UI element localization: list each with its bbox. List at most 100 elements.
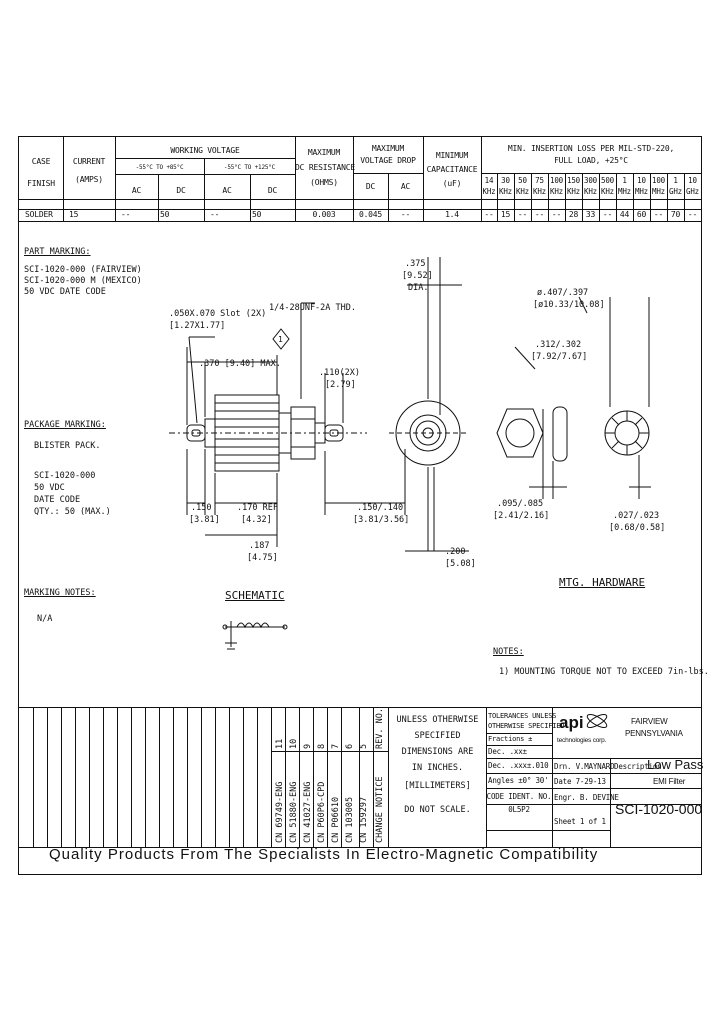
- revision-change-notice: CN 103005: [345, 796, 355, 843]
- freq-unit: KHz: [499, 187, 512, 196]
- marking-notes-value: N/A: [37, 614, 53, 624]
- atom-logo-icon: [586, 714, 608, 728]
- freq-top: 50: [518, 176, 527, 185]
- hdr-wv-dc1: DC: [176, 186, 186, 195]
- loss-value: --: [484, 210, 494, 219]
- row-wv-ac2: --: [210, 210, 220, 219]
- description-2: EMI Filter: [653, 777, 686, 786]
- hdr-range2: -55°C TO +125°C: [223, 164, 276, 171]
- hdr-voltage-drop: VOLTAGE DROP: [360, 156, 416, 165]
- freq-top: 75: [535, 176, 544, 185]
- freq-top: 1: [622, 176, 627, 185]
- revision-grid-line: [103, 707, 104, 847]
- freq-unit: KHz: [482, 187, 496, 196]
- hdr-vdrop-ac: AC: [400, 182, 411, 191]
- package-marking-line: 50 VDC: [34, 483, 65, 493]
- company-state: PENNSYLVANIA: [625, 729, 683, 738]
- loss-value: 15: [500, 210, 511, 219]
- revision-change-notice: CN P60P6-CPD: [317, 781, 327, 843]
- unless-line: DO NOT SCALE.: [404, 805, 471, 815]
- revision-number: 9: [303, 743, 313, 749]
- row-resistance: 0.003: [312, 210, 336, 219]
- hdr-finish: FINISH: [27, 179, 55, 188]
- freq-unit: KHz: [601, 187, 614, 196]
- part-marking-line: 50 VDC DATE CODE: [24, 287, 106, 297]
- loss-value: --: [602, 210, 613, 219]
- freq-top: 10: [637, 176, 646, 185]
- revision-grid-line: [117, 707, 118, 847]
- dim-407-mm: [ø10.33/10.08]: [533, 300, 605, 310]
- hdr-maximum: MAXIMUM: [307, 148, 341, 157]
- revision-grid-line: [75, 707, 76, 847]
- package-marking-line: DATE CODE: [34, 495, 81, 505]
- dim-170: .170 REF: [237, 503, 278, 513]
- freq-unit: GHz: [669, 187, 682, 196]
- revision-grid-line: [285, 707, 286, 847]
- part-marking-title: PART MARKING:: [24, 247, 91, 257]
- part-marking-line: SCI-1020-000 (FAIRVIEW): [24, 265, 142, 275]
- hdr-dc-resistance: DC RESISTANCE: [295, 163, 356, 172]
- notes-line: 1) MOUNTING TORQUE NOT TO EXCEED 7in-lbs…: [499, 667, 709, 677]
- loss-value: --: [517, 210, 528, 219]
- schematic-title: SCHEMATIC: [225, 589, 285, 602]
- package-marking-title: PACKAGE MARKING:: [24, 420, 106, 430]
- hdr-range1: -55°C TO +85°C: [135, 164, 184, 171]
- part-number: SCI-1020-000: [615, 801, 703, 817]
- loss-value: --: [551, 210, 562, 219]
- freq-unit: KHz: [550, 187, 563, 196]
- revision-grid-line: [47, 707, 48, 847]
- hdr-full-load: FULL LOAD, +25°C: [554, 156, 628, 165]
- footer-tagline: Quality Products From The Specialists In…: [49, 846, 599, 863]
- revision-grid-line: [341, 707, 342, 847]
- hdr-wv-ac2: AC: [222, 186, 232, 195]
- description-label: Description: [614, 762, 662, 771]
- row-vdrop-dc: 0.045: [358, 210, 383, 219]
- mtg-hardware-title: MTG. HARDWARE: [559, 576, 646, 589]
- revision-grid-line: [215, 707, 216, 847]
- row-current: 15: [69, 210, 79, 219]
- freq-unit: KHz: [533, 187, 546, 196]
- dim-150-140: .150/.140: [357, 503, 404, 513]
- package-marking-line: SCI-1020-000: [34, 471, 96, 481]
- hdr-case: CASE: [31, 157, 51, 166]
- hdr-minimum: MINIMUM: [435, 151, 469, 160]
- row-capacitance: 1.4: [445, 210, 459, 219]
- dim-312-mm: [7.92/7.67]: [531, 352, 588, 362]
- dim-200: .200: [445, 547, 466, 557]
- dim-375: .375: [405, 259, 426, 269]
- freq-top: 150: [567, 176, 580, 185]
- row-finish: SOLDER: [25, 210, 53, 219]
- row-wv-ac1: --: [121, 210, 131, 219]
- revision-grid-line: [89, 707, 90, 847]
- dim-110: .110(2X): [319, 368, 360, 378]
- dim-407: ø.407/.397: [537, 288, 589, 298]
- freq-top: 100: [550, 176, 563, 185]
- freq-top: 500: [601, 176, 614, 185]
- hdr-working-voltage: WORKING VOLTAGE: [170, 146, 240, 155]
- unless-line: SPECIFIED: [414, 731, 461, 741]
- dim-375-mm: [9.52]: [402, 271, 433, 281]
- revision-change-notice: CN P06610: [331, 796, 341, 843]
- freq-unit: KHz: [567, 187, 580, 196]
- dim-027: .027/.023: [613, 511, 660, 521]
- revision-number: 6: [345, 743, 355, 749]
- freq-top: 100: [652, 176, 665, 185]
- drawn-by: Drn. V.MAYNARD: [554, 762, 615, 771]
- dim-027-mm: [0.68/0.58]: [609, 523, 666, 533]
- dim-150-140-mm: [3.81/3.56]: [353, 515, 410, 525]
- dim-thread: 1/4-28UNF-2A THD.: [269, 303, 356, 313]
- marking-notes-title: MARKING NOTES:: [24, 588, 96, 598]
- drawing-sheet: CASE FINISH CURRENT (AMPS) WORKING VOLTA…: [18, 136, 709, 875]
- freq-top: 1: [673, 176, 678, 185]
- unless-line: [MILLIMETERS]: [404, 781, 471, 791]
- freq-unit: GHz: [686, 187, 699, 196]
- dim-187-mm: [4.75]: [247, 553, 278, 563]
- revision-number: 7: [331, 743, 341, 749]
- revision-grid-line: [257, 707, 258, 847]
- tol-fractions: Fractions ±: [488, 735, 533, 743]
- dim-150: .150: [191, 503, 212, 513]
- hdr-amps: (AMPS): [75, 175, 103, 184]
- loss-value: 33: [585, 210, 596, 219]
- revision-change-notice: CN 51880-ENG: [289, 781, 299, 843]
- freq-top: 30: [501, 176, 510, 185]
